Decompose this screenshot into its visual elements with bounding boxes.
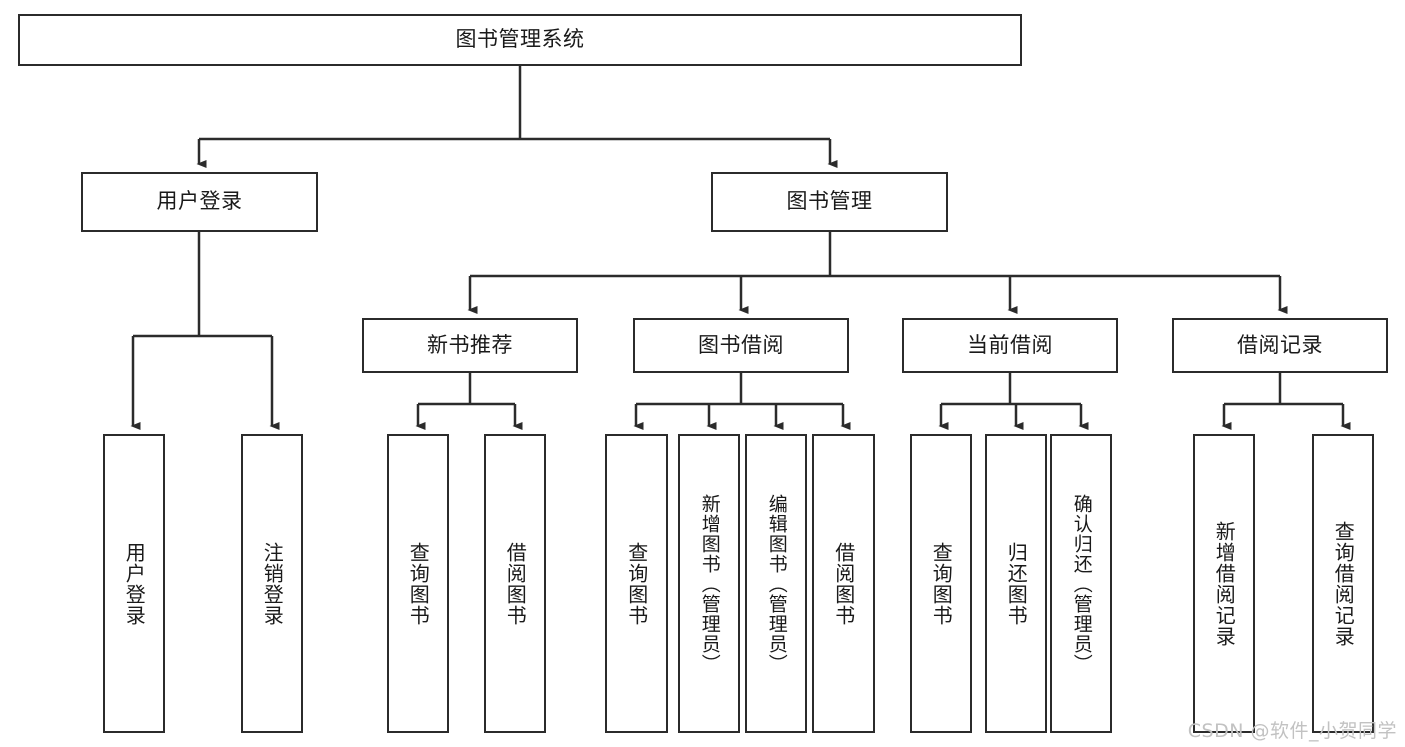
node-book-borrow-label: 图书借阅: [698, 332, 784, 357]
node-new-book-recommend[interactable]: 新书推荐: [362, 318, 578, 373]
leaf-user-login-label: 用户登录: [122, 541, 147, 626]
leaf-user-logout[interactable]: 注销登录: [241, 434, 303, 733]
leaf-confirm-return-admin[interactable]: 确认归还（管理员）: [1050, 434, 1112, 733]
leaf-add-book-admin-label: 新增图书（管理员）: [698, 493, 721, 674]
node-root-system-label: 图书管理系统: [455, 27, 585, 52]
node-current-borrow-label: 当前借阅: [967, 332, 1053, 357]
leaf-borrow-book-recommend-label: 借阅图书: [503, 541, 528, 626]
leaf-return-book[interactable]: 归还图书: [985, 434, 1047, 733]
leaf-user-login[interactable]: 用户登录: [103, 434, 165, 733]
leaf-confirm-return-admin-label: 确认归还（管理员）: [1070, 493, 1093, 674]
leaf-user-logout-label: 注销登录: [260, 541, 285, 626]
leaf-query-book-borrow[interactable]: 查询图书: [605, 434, 668, 733]
leaf-borrow-book-label: 借阅图书: [831, 541, 856, 626]
node-book-management-label: 图书管理: [786, 189, 873, 214]
leaf-query-borrow-record[interactable]: 查询借阅记录: [1312, 434, 1374, 733]
leaf-edit-book-admin-label: 编辑图书（管理员）: [765, 493, 788, 674]
leaf-edit-book-admin[interactable]: 编辑图书（管理员）: [745, 434, 807, 733]
edge-bookmgmt-to-level2: [467, 232, 1288, 314]
leaf-query-borrow-record-label: 查询借阅记录: [1331, 520, 1356, 647]
leaf-add-book-admin[interactable]: 新增图书（管理员）: [678, 434, 740, 733]
leaf-return-book-label: 归还图书: [1004, 541, 1029, 626]
leaf-query-book-current-label: 查询图书: [929, 541, 954, 626]
node-borrow-record[interactable]: 借阅记录: [1172, 318, 1388, 373]
edge-userlogin-to-leaves: [130, 232, 280, 430]
edge-newbook-to-leaves: [415, 373, 523, 430]
node-current-borrow[interactable]: 当前借阅: [902, 318, 1118, 373]
node-book-borrow[interactable]: 图书借阅: [633, 318, 849, 373]
edge-root-to-level1: [196, 66, 838, 168]
node-borrow-record-label: 借阅记录: [1237, 332, 1323, 357]
node-new-book-recommend-label: 新书推荐: [427, 332, 513, 357]
edge-borrowrecord-to-leaves: [1221, 373, 1351, 430]
leaf-query-book-recommend-label: 查询图书: [406, 541, 431, 626]
node-user-login-label: 用户登录: [156, 189, 243, 214]
node-user-login[interactable]: 用户登录: [81, 172, 318, 232]
leaf-borrow-book[interactable]: 借阅图书: [812, 434, 875, 733]
node-root-system[interactable]: 图书管理系统: [18, 14, 1022, 66]
leaf-add-borrow-record[interactable]: 新增借阅记录: [1193, 434, 1255, 733]
leaf-query-book-recommend[interactable]: 查询图书: [387, 434, 449, 733]
leaf-query-book-current[interactable]: 查询图书: [910, 434, 972, 733]
edge-bookborrow-to-leaves: [633, 373, 851, 430]
leaf-query-book-borrow-label: 查询图书: [624, 541, 649, 626]
leaf-add-borrow-record-label: 新增借阅记录: [1212, 520, 1237, 647]
edge-currentborrow-to-leaves: [938, 373, 1089, 430]
leaf-borrow-book-recommend[interactable]: 借阅图书: [484, 434, 546, 733]
node-book-management[interactable]: 图书管理: [711, 172, 948, 232]
